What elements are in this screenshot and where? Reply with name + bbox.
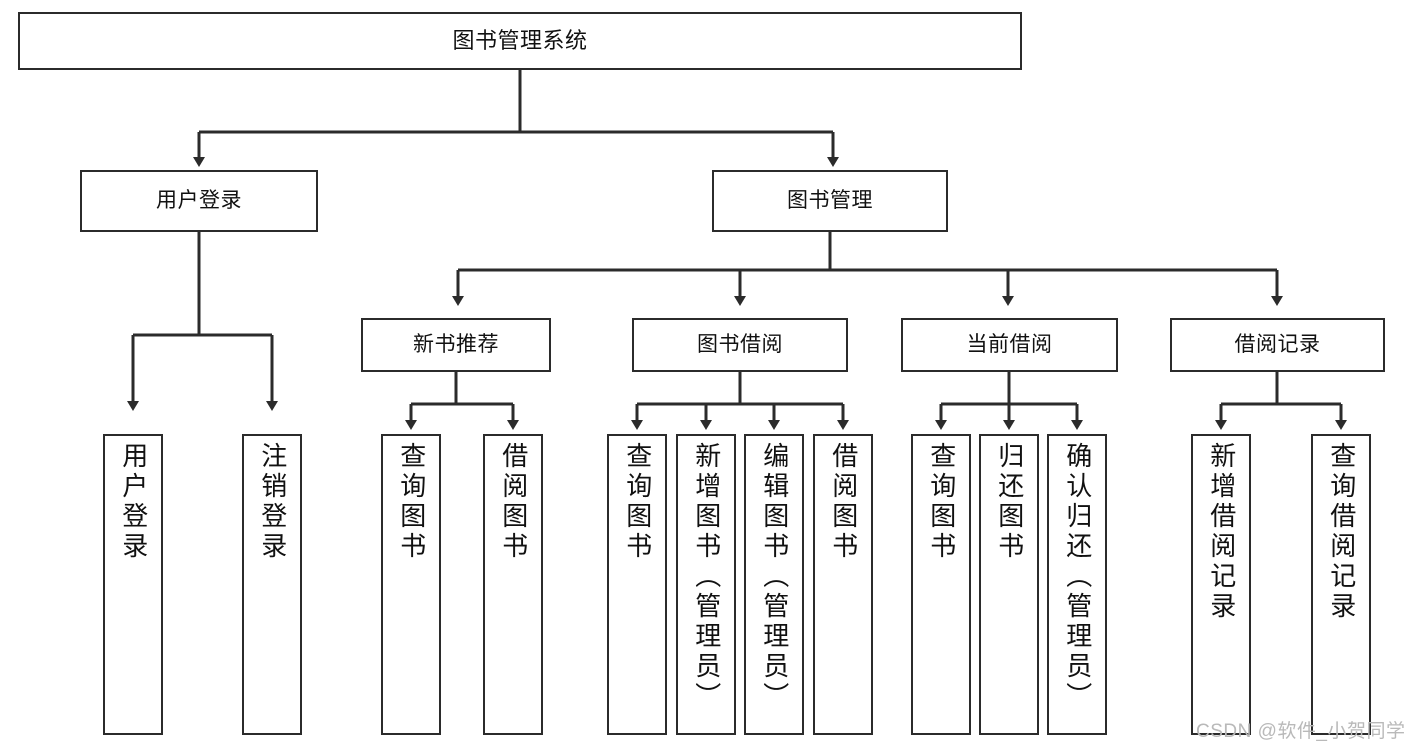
leaf-label: 归还图书 xyxy=(994,442,1025,562)
leaf-label: 借阅图书 xyxy=(498,442,529,562)
leaf-borrow-edit-book[interactable]: 编辑图书（管理员） xyxy=(744,434,804,735)
leaf-label: 确认归还（管理员） xyxy=(1062,442,1093,712)
node-book-borrow[interactable]: 图书借阅 xyxy=(632,318,848,372)
leaf-record-query-record[interactable]: 查询借阅记录 xyxy=(1311,434,1371,735)
leaf-current-confirm-return[interactable]: 确认归还（管理员） xyxy=(1047,434,1107,735)
leaf-user-login-logout[interactable]: 注销登录 xyxy=(242,434,302,735)
leaf-label: 查询图书 xyxy=(396,442,427,562)
leaf-label: 注销登录 xyxy=(257,442,288,562)
leaf-current-return-book[interactable]: 归还图书 xyxy=(979,434,1039,735)
node-borrow-record[interactable]: 借阅记录 xyxy=(1170,318,1385,372)
leaf-borrow-borrow-book[interactable]: 借阅图书 xyxy=(813,434,873,735)
leaf-current-query-book[interactable]: 查询图书 xyxy=(911,434,971,735)
leaf-label: 新增借阅记录 xyxy=(1206,442,1237,622)
leaf-recommend-borrow-book[interactable]: 借阅图书 xyxy=(483,434,543,735)
leaf-label: 用户登录 xyxy=(118,442,149,562)
node-current-borrow[interactable]: 当前借阅 xyxy=(901,318,1118,372)
leaf-borrow-add-book[interactable]: 新增图书（管理员） xyxy=(676,434,736,735)
leaf-label: 查询借阅记录 xyxy=(1326,442,1357,622)
leaf-recommend-query-book[interactable]: 查询图书 xyxy=(381,434,441,735)
node-user-login[interactable]: 用户登录 xyxy=(80,170,318,232)
leaf-record-add-record[interactable]: 新增借阅记录 xyxy=(1191,434,1251,735)
leaf-label: 编辑图书（管理员） xyxy=(759,442,790,712)
node-root-system[interactable]: 图书管理系统 xyxy=(18,12,1022,70)
leaf-borrow-query-book[interactable]: 查询图书 xyxy=(607,434,667,735)
leaf-label: 借阅图书 xyxy=(828,442,859,562)
node-new-book-recommend[interactable]: 新书推荐 xyxy=(361,318,551,372)
leaf-label: 查询图书 xyxy=(926,442,957,562)
watermark-text: CSDN @软件_小贺同学 xyxy=(1196,721,1405,742)
leaf-user-login-login[interactable]: 用户登录 xyxy=(103,434,163,735)
leaf-label: 新增图书（管理员） xyxy=(691,442,722,712)
leaf-label: 查询图书 xyxy=(622,442,653,562)
node-book-management[interactable]: 图书管理 xyxy=(712,170,948,232)
